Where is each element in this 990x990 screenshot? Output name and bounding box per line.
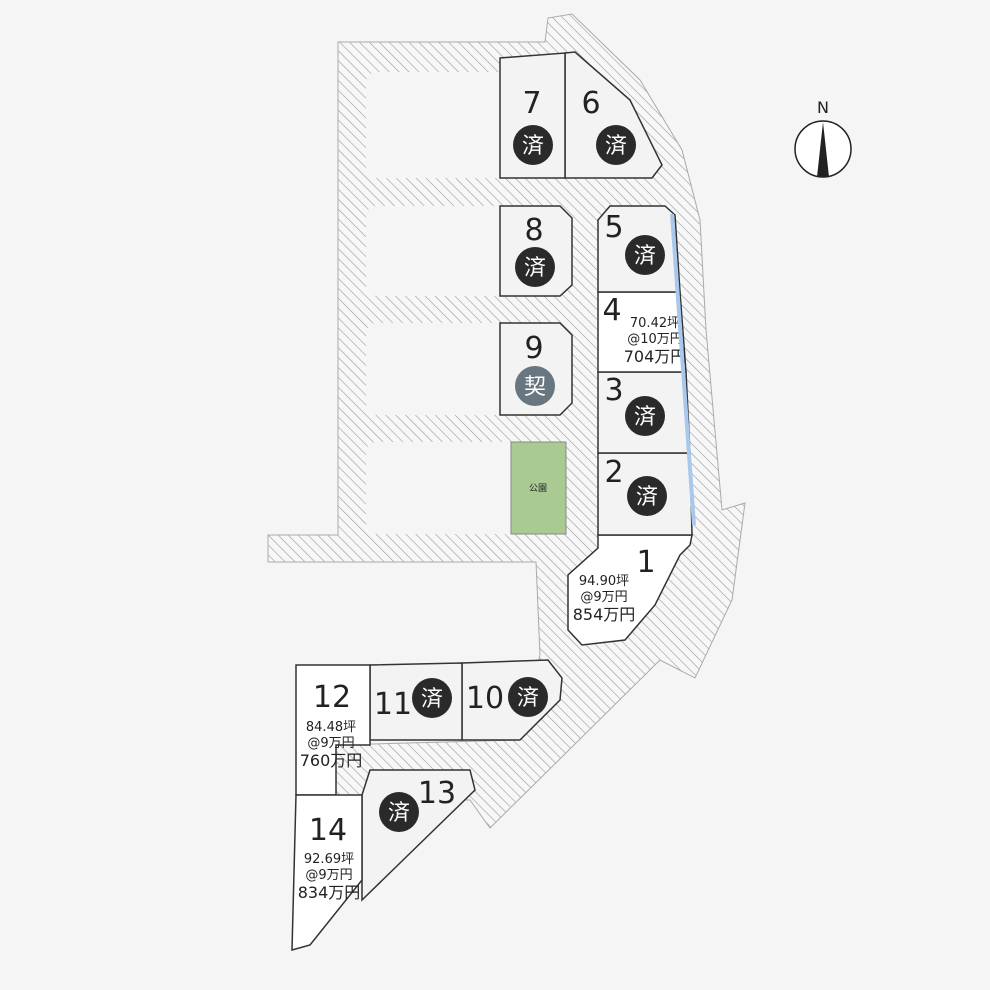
lot-boundary[interactable] [567,534,693,646]
sold-badge [412,678,452,718]
badge-label: 済 [634,244,656,269]
lot-number: 12 [313,680,351,715]
lot-number: 7 [522,86,541,121]
lot-unit-price: @9万円 [307,736,354,751]
lot-price: 854万円 [573,605,636,624]
badge-label: 契 [524,375,546,400]
park[interactable] [510,441,567,535]
lot-8[interactable]: 8済 [499,205,573,297]
compass: N [794,98,852,178]
lot-unit-price: @9万円 [305,868,352,883]
lot-area: 92.69坪 [304,852,354,867]
lot-number: 5 [604,210,623,245]
lot-6[interactable]: 6済 [564,51,663,179]
lot-9[interactable]: 9契 [499,322,573,416]
lot-number: 8 [524,213,543,248]
lot-area: 94.90坪 [579,574,629,589]
lot-number: 3 [604,373,623,408]
badge-label: 済 [522,134,544,159]
lot-number: 14 [309,813,347,848]
sold-badge [508,677,548,717]
sold-badge [627,476,667,516]
badge-label: 済 [636,485,658,510]
blocks [366,72,511,534]
badge-label: 済 [634,405,656,430]
lot-13[interactable]: 13 済 [361,769,476,902]
lot-number: 9 [524,331,543,366]
lot-price: 704万円 [624,347,687,366]
lot-number: 1 [636,545,655,580]
badge-label: 済 [524,256,546,281]
sold-badge [625,396,665,436]
lot-unit-price: @10万円 [627,332,683,347]
sold-badge [596,125,636,165]
lot-number: 13 [418,776,456,811]
badge-label: 済 [421,687,443,712]
sold-badge [379,792,419,832]
park-label: 公園 [529,483,547,494]
waterway [670,213,696,526]
compass-label: N [817,98,829,117]
lot-11[interactable]: 11 済 [369,662,463,741]
lot-3[interactable]: 3済 [597,371,691,454]
north-arrow-icon [817,122,829,177]
badge-label: 済 [517,686,539,711]
lot-7[interactable]: 7済 [499,52,566,179]
lot-number: 6 [581,86,600,121]
lot-number: 4 [602,293,621,328]
badge-label: 済 [388,801,410,826]
lot-boundary[interactable] [291,794,363,951]
lot-5[interactable]: 5済 [597,205,681,293]
lot-number: 11 [374,687,412,722]
sold-badge [625,235,665,275]
lot-number: 10 [466,681,504,716]
badge-label: 済 [605,134,627,159]
lot-area: 70.42坪 [630,316,680,331]
lot-area: 84.48坪 [306,720,356,735]
contracted-badge [515,366,555,406]
lot-number: 2 [604,455,623,490]
lot-2[interactable]: 2済 [597,452,693,536]
lot-price: 760万円 [300,751,363,770]
sold-badge [515,247,555,287]
sold-badge [513,125,553,165]
lot-unit-price: @9万円 [580,590,627,605]
lot-10[interactable]: 10 済 [461,659,563,741]
lot-price: 834万円 [298,883,361,902]
